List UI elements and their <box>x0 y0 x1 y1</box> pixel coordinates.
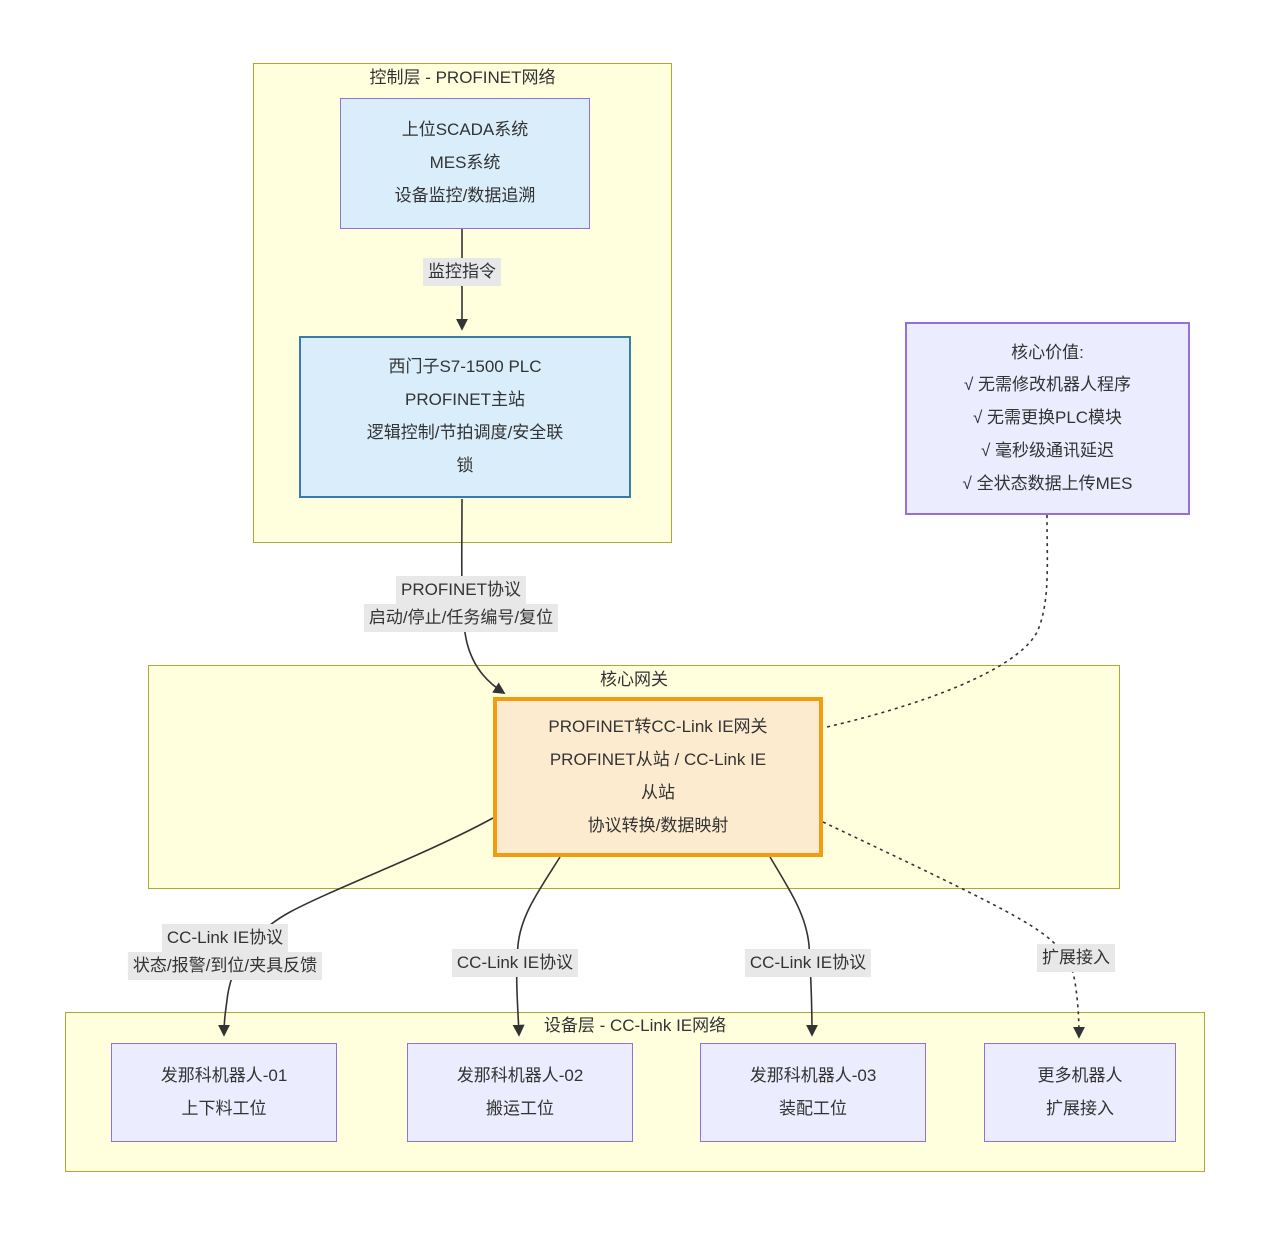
edge-label-cclink-protocol-2: CC-Link IE协议 <box>451 949 579 977</box>
node-core-value-label: 核心价值: √ 无需修改机器人程序 √ 无需更换PLC模块 √ 毫秒级通讯延迟 … <box>962 342 1133 493</box>
edge-label-cclink-protocol-1: CC-Link IE协议 状态/报警/到位/夹具反馈 <box>127 924 323 980</box>
node-fanuc-robot-01-label: 发那科机器人-01 上下料工位 <box>160 1065 288 1118</box>
edge-label-cclink-protocol-1-line1: CC-Link IE协议 <box>161 924 289 952</box>
edge-label-extend-access-line1: 扩展接入 <box>1037 944 1115 972</box>
edge-plc-to-gateway <box>460 498 506 694</box>
edge-value-to-gateway-dotted <box>826 514 1049 728</box>
edge-gateway-to-robot3 <box>769 856 818 1037</box>
edge-label-monitor-command: 监控指令 <box>423 258 501 286</box>
node-fanuc-robot-03: 发那科机器人-03 装配工位 <box>700 1043 926 1142</box>
edge-label-cclink-protocol-1-line2: 状态/报警/到位/夹具反馈 <box>127 952 323 980</box>
node-scada-mes: 上位SCADA系统 MES系统 设备监控/数据追溯 <box>340 98 590 229</box>
node-siemens-plc-label: 西门子S7-1500 PLC PROFINET主站 逻辑控制/节拍调度/安全联 … <box>366 357 564 475</box>
edge-label-cclink-protocol-3: CC-Link IE协议 <box>744 949 872 977</box>
cluster-device-layer-title: 设备层 - CC-Link IE网络 <box>543 1016 727 1035</box>
node-scada-mes-label: 上位SCADA系统 MES系统 设备监控/数据追溯 <box>394 120 536 205</box>
node-core-value: 核心价值: √ 无需修改机器人程序 √ 无需更换PLC模块 √ 毫秒级通讯延迟 … <box>905 322 1190 515</box>
node-fanuc-robot-02: 发那科机器人-02 搬运工位 <box>407 1043 633 1142</box>
edge-gateway-to-robot2 <box>512 856 561 1037</box>
node-siemens-plc: 西门子S7-1500 PLC PROFINET主站 逻辑控制/节拍调度/安全联 … <box>299 336 631 498</box>
edge-label-profinet-protocol-line2: 启动/停止/任务编号/复位 <box>363 604 559 632</box>
node-fanuc-robot-03-label: 发那科机器人-03 装配工位 <box>749 1065 877 1118</box>
edge-label-profinet-protocol: PROFINET协议 启动/停止/任务编号/复位 <box>363 576 559 632</box>
cluster-control-layer-title: 控制层 - PROFINET网络 <box>369 68 556 87</box>
node-more-robots: 更多机器人 扩展接入 <box>984 1043 1176 1142</box>
node-fanuc-robot-02-label: 发那科机器人-02 搬运工位 <box>456 1065 584 1118</box>
edge-label-monitor-command-line1: 监控指令 <box>423 258 501 286</box>
node-profinet-cclink-gateway-label: PROFINET转CC-Link IE网关 PROFINET从站 / CC-Li… <box>548 717 768 835</box>
node-profinet-cclink-gateway: PROFINET转CC-Link IE网关 PROFINET从站 / CC-Li… <box>493 697 823 857</box>
cluster-core-gateway-title: 核心网关 <box>600 670 668 689</box>
node-fanuc-robot-01: 发那科机器人-01 上下料工位 <box>111 1043 337 1142</box>
edge-gateway-to-more-dotted <box>822 821 1085 1039</box>
edge-label-profinet-protocol-line1: PROFINET协议 <box>396 576 526 604</box>
edge-label-extend-access: 扩展接入 <box>1037 944 1115 972</box>
node-more-robots-label: 更多机器人 扩展接入 <box>1037 1065 1123 1118</box>
edge-label-cclink-protocol-2-line1: CC-Link IE协议 <box>451 949 579 977</box>
edge-label-cclink-protocol-3-line1: CC-Link IE协议 <box>744 949 872 977</box>
